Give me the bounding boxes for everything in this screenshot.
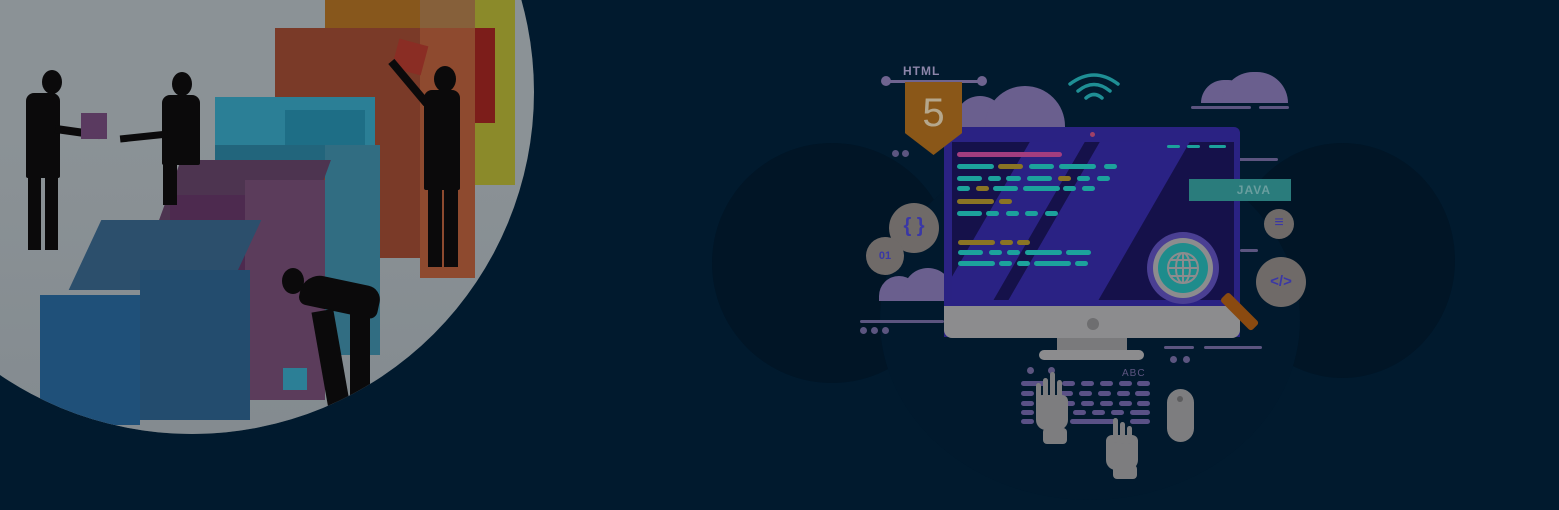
html-badge-bar <box>885 80 985 83</box>
menu-bubble: ≡ <box>1264 209 1294 239</box>
badge-dot <box>881 76 891 86</box>
mouse-wheel <box>1177 396 1183 402</box>
business-growth-illustration <box>0 0 534 434</box>
block-blue-front <box>40 295 140 425</box>
globe-icon <box>1167 252 1199 284</box>
monitor-button <box>1087 318 1099 330</box>
keyboard-label: ABC <box>1122 368 1146 379</box>
binary-bubble: 01 <box>866 237 904 275</box>
monitor-stand-neck <box>1057 338 1127 352</box>
badge-dot <box>977 76 987 86</box>
html-label: HTML <box>903 64 941 78</box>
block-cyan-inner <box>285 110 365 145</box>
block-blue-side <box>140 270 250 420</box>
code-tag-bubble: </> <box>1256 257 1306 307</box>
monitor-stand-base <box>1039 350 1144 360</box>
wifi-icon <box>1068 73 1120 100</box>
monitor-camera <box>1090 132 1095 137</box>
java-label: JAVA <box>1189 179 1291 201</box>
